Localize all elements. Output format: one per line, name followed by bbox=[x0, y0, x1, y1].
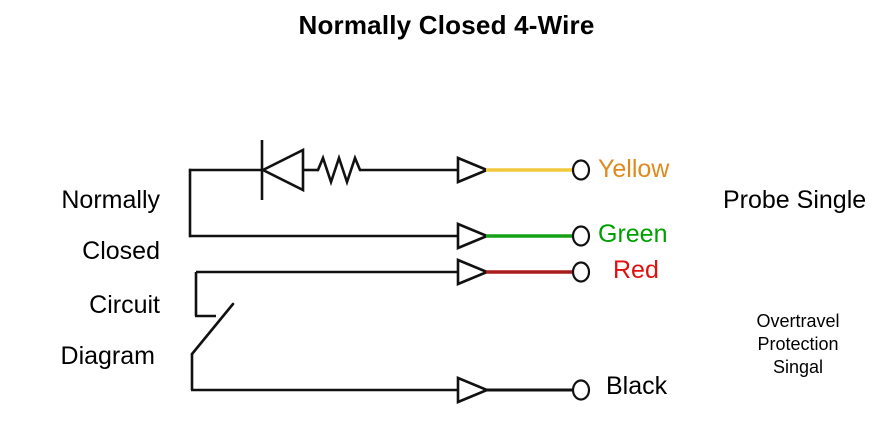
right-caption-overtravel-line-1: Overtravel bbox=[756, 311, 840, 331]
signal-direction-arrow-red-icon bbox=[456, 258, 491, 286]
wire-label-green: Green bbox=[598, 220, 668, 248]
left-caption-line-1: Normally bbox=[61, 186, 160, 214]
right-caption-overtravel-line-2: Protection bbox=[757, 334, 839, 355]
left-caption-line-3: Circuit bbox=[89, 291, 160, 319]
right-caption-overtravel-line-3: Singal bbox=[772, 357, 824, 378]
switch-lever[interactable] bbox=[190, 302, 235, 356]
resistor-icon bbox=[316, 153, 362, 187]
wire-label-red: Red bbox=[613, 256, 659, 284]
right-caption-probe-single: Probe Single bbox=[723, 186, 867, 214]
page-title: Normally Closed 4-Wire bbox=[298, 10, 595, 40]
terminal-circle-black-icon bbox=[571, 379, 591, 401]
signal-direction-arrow-yellow-icon bbox=[456, 156, 491, 184]
terminal-circle-red-icon bbox=[571, 261, 591, 283]
signal-direction-arrow-green-icon bbox=[456, 222, 491, 250]
signal-direction-arrow-black-icon bbox=[456, 376, 491, 404]
right-caption-overtravel-group: Overtravel Protection Singal bbox=[718, 310, 878, 379]
wire-label-yellow: Yellow bbox=[598, 155, 670, 183]
terminal-circle-yellow-icon bbox=[571, 159, 591, 181]
terminal-circle-green-icon bbox=[571, 225, 591, 247]
left-caption-line-4: Diagram bbox=[60, 342, 155, 370]
wire-label-black: Black bbox=[606, 372, 668, 400]
diode-icon bbox=[260, 147, 305, 193]
left-caption-line-2: Closed bbox=[82, 237, 160, 265]
